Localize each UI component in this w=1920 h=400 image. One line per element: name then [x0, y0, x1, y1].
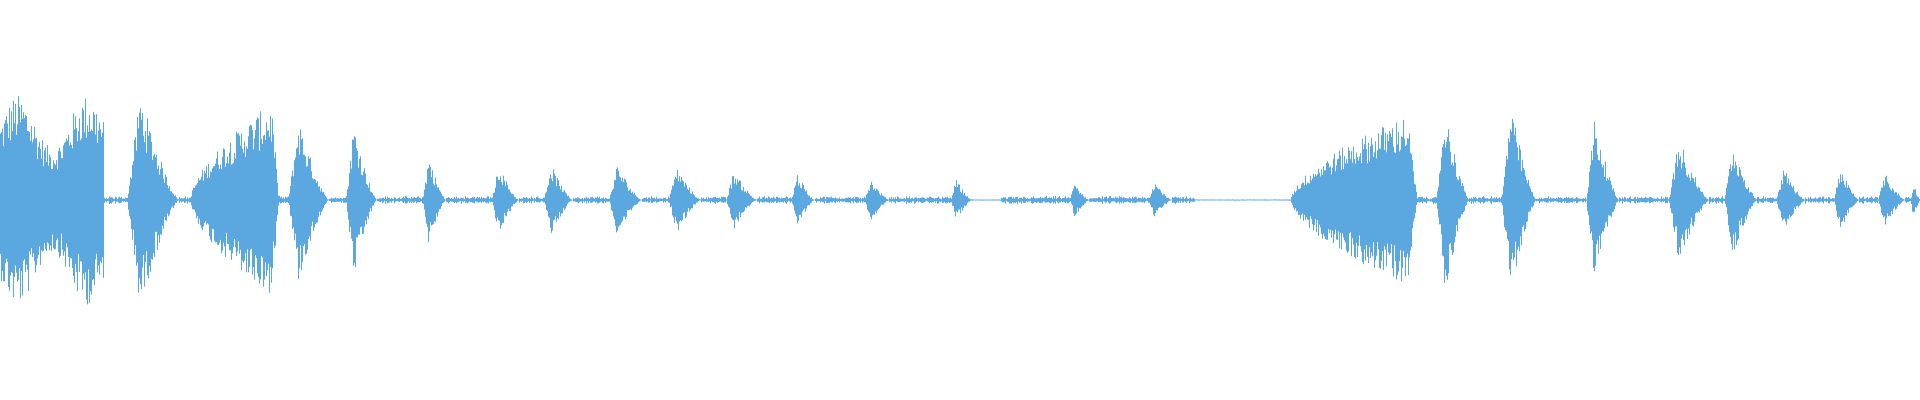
- waveform-bars: [0, 96, 1920, 305]
